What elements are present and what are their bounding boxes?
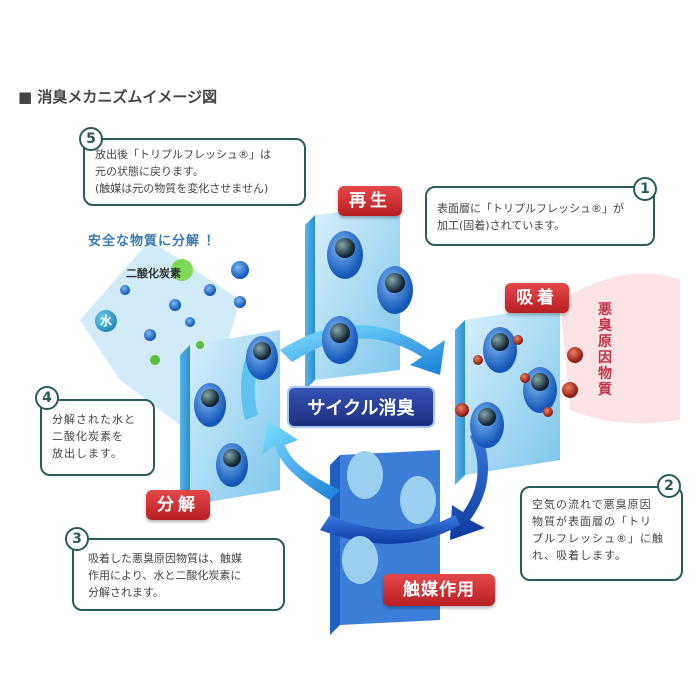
cycle-arrow-left [262, 420, 340, 500]
co2-label: 二酸化炭素 [126, 267, 181, 280]
step-1-number: 1 [633, 177, 657, 201]
step-1-box: 表面層に「トリプルフレッシュ®」が 加工(固着)されています。 [425, 186, 655, 246]
odor-fan [560, 273, 680, 424]
cycle-arrow-right [450, 430, 488, 540]
odor-particles [455, 335, 583, 417]
step-5-number: 5 [79, 127, 103, 151]
step-4-box: 分解された水と 二酸化炭素を 放出します。 [40, 399, 155, 476]
water-label: 水 [95, 310, 117, 332]
page-title: ■ 消臭メカニズムイメージ図 [18, 88, 218, 106]
stage-catalysis: 触媒作用 [383, 574, 495, 606]
step-4-number: 4 [35, 386, 59, 410]
stage-decompose: 分解 [146, 490, 210, 520]
stage-regen: 再生 [338, 186, 402, 216]
step-5-box: 放出後「トリプルフレッシュ®」は 元の状態に戻ります。 (触媒は元の物質を変化さ… [83, 138, 306, 206]
step-2-number: 2 [657, 474, 681, 498]
cycle-arrow-bottom [320, 515, 460, 544]
molecules [194, 231, 557, 584]
stage-adsorb: 吸着 [505, 283, 569, 313]
safe-decompose-text: 安全な物質に分解 ！ [88, 234, 220, 249]
step-3-number: 3 [65, 527, 89, 551]
cycle-deodorize-label: サイクル消臭 [287, 386, 435, 428]
odor-label: 悪臭原因物質 [598, 302, 612, 398]
step-3-box: 吸着した悪臭原因物質は、触媒 作用により、水と二酸化炭素に 分解されます。 [72, 538, 285, 611]
step-2-box: 空気の流れで悪臭原因 物質が表面層の「トリ プルフレッシュ®」に触 れ、吸着しま… [520, 486, 683, 581]
cycle-arrow-top [280, 325, 445, 375]
released-bubbles [120, 259, 249, 365]
